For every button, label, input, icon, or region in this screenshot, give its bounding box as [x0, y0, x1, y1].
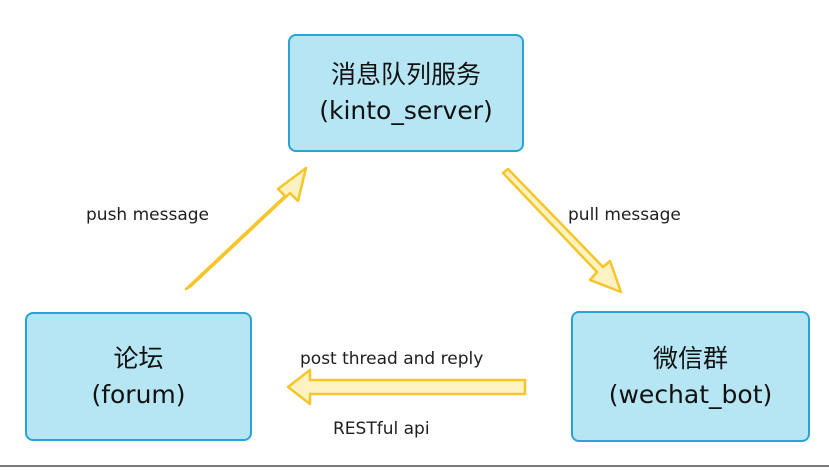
push-arrow — [184, 166, 308, 291]
node-forum: 论坛 (forum) — [25, 312, 252, 441]
node-forum-title: 论坛 — [113, 343, 164, 373]
post-arrow — [286, 368, 527, 406]
node-wechat-subtitle: (wechat_bot) — [608, 379, 773, 409]
push-message-label: push message — [86, 205, 210, 225]
node-kinto-server: 消息队列服务 (kinto_server) — [288, 34, 524, 152]
node-server-subtitle: (kinto_server) — [319, 96, 493, 125]
pull-message-label: pull message — [568, 205, 681, 225]
node-forum-subtitle: (forum) — [91, 379, 186, 409]
node-wechat-title: 微信群 — [652, 343, 728, 373]
node-wechat-bot: 微信群 (wechat_bot) — [571, 311, 810, 442]
restful-api-label: RESTful api — [333, 419, 430, 439]
pull-arrow — [501, 167, 623, 294]
node-server-title: 消息队列服务 — [330, 60, 481, 89]
bottom-divider — [0, 465, 829, 467]
post-thread-label: post thread and reply — [300, 349, 484, 369]
